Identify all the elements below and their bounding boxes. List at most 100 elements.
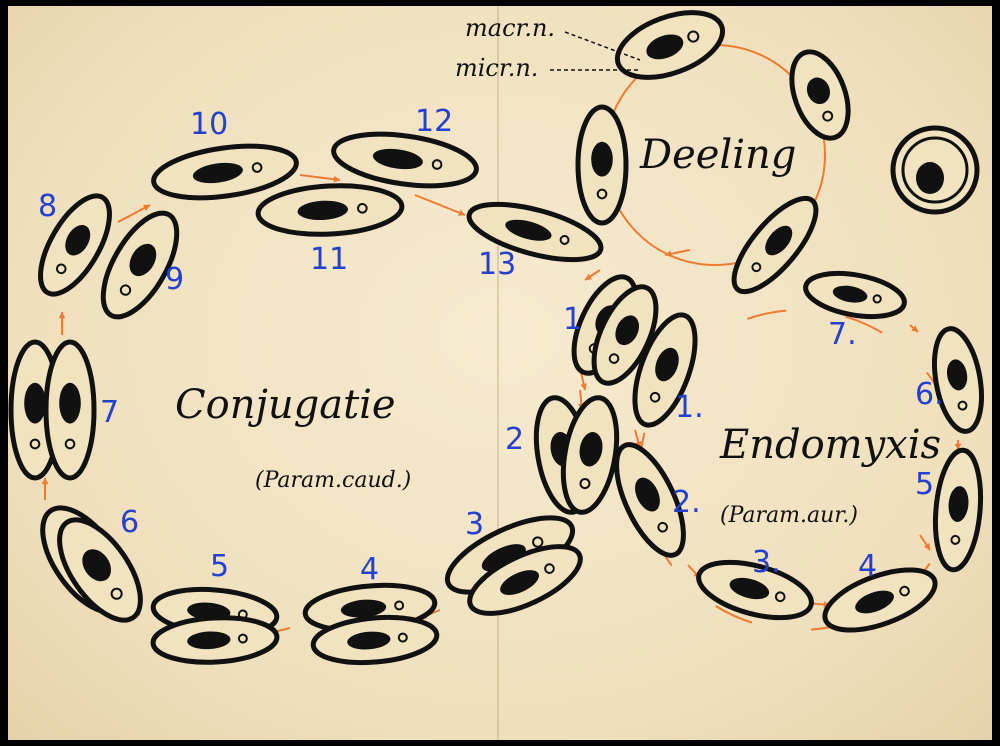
paramecium-conj-10 xyxy=(151,143,299,201)
macronucleus xyxy=(946,359,968,391)
micronucleus xyxy=(55,263,67,275)
micronucleus xyxy=(872,294,882,304)
conjugation-stage-9: 9 xyxy=(165,262,185,297)
paramecium-endo-2 xyxy=(614,442,686,558)
conjugation-stage-6: 6 xyxy=(120,505,140,540)
conjugation-stage-13: 13 xyxy=(478,247,517,282)
macronucleus xyxy=(187,631,231,650)
macronucleus xyxy=(806,77,830,105)
arrowhead xyxy=(333,175,340,183)
macronucleus xyxy=(65,224,91,256)
paramecium-conj-4-b xyxy=(310,614,440,666)
endomyxis-stage-1: 1. xyxy=(675,390,704,425)
paramecium-conj-7-b xyxy=(43,339,97,481)
macronucleus xyxy=(347,631,391,650)
paramecium-endo-5 xyxy=(932,447,984,573)
arrowhead xyxy=(143,204,150,211)
conjugation-stage-2: 2 xyxy=(505,422,525,457)
arrowhead xyxy=(58,312,66,319)
endomyxis-stage-3: 3. xyxy=(752,545,781,580)
macronucleus-leader-line xyxy=(564,31,641,61)
micronucleus xyxy=(899,585,910,597)
conjugation-stage-4: 4 xyxy=(360,552,380,587)
conjugation-stage-5: 5 xyxy=(210,549,230,584)
micronucleus xyxy=(774,591,786,603)
paramecium-conj-13 xyxy=(466,201,604,263)
arrowhead xyxy=(458,209,465,216)
arrowhead xyxy=(585,273,592,280)
micronucleus xyxy=(596,188,608,200)
paramecium-conj-8 xyxy=(38,193,112,297)
macronucleus xyxy=(832,285,868,303)
paramecium-endo-6 xyxy=(932,326,984,434)
endomyxis-stage-5: 5 xyxy=(915,467,935,502)
stage-arrow xyxy=(299,174,341,181)
micronucleus xyxy=(532,536,544,548)
paramecium-conj-12 xyxy=(331,131,479,189)
macronucleus xyxy=(591,141,613,177)
micronucleus xyxy=(237,633,248,644)
micronucleus xyxy=(649,391,661,403)
macronucleus xyxy=(579,432,603,467)
macronucleus xyxy=(505,219,552,241)
macronucleus xyxy=(615,315,639,346)
macronucleus xyxy=(297,200,348,221)
conjugation-stage-11: 11 xyxy=(310,242,349,277)
micronucleus xyxy=(822,110,834,122)
arrowhead xyxy=(665,250,672,258)
micronucleus xyxy=(687,30,700,43)
paramecium-endo-3 xyxy=(696,559,814,621)
macronucleus xyxy=(24,382,46,424)
paramecium-conj-6-b xyxy=(57,517,143,623)
micronucleus xyxy=(29,438,41,450)
stage-arrow xyxy=(414,194,466,216)
paramecium-division-1 xyxy=(614,10,726,80)
macronucleus-label: macr.n. xyxy=(465,14,556,42)
micronucleus xyxy=(110,587,123,600)
macronucleus xyxy=(655,347,679,382)
paramecium-endo-1 xyxy=(632,312,698,428)
paramecium-conj-11 xyxy=(255,183,405,237)
paramecium-conj-1-b xyxy=(591,284,659,386)
macronucleus xyxy=(372,148,423,170)
micronucleus xyxy=(544,563,555,574)
division-title: Deeling xyxy=(640,132,797,178)
micronucleus xyxy=(751,262,762,273)
endomyxis-species: (Param.aur.) xyxy=(720,503,858,528)
macronucleus xyxy=(82,549,112,582)
conjugation-title: Conjugatie xyxy=(175,382,396,428)
endomyxis-stage-6: 6. xyxy=(915,377,944,412)
paramecium-conj-2-b xyxy=(560,395,620,515)
micronucleus xyxy=(431,159,443,170)
paramecium-conj-3-b xyxy=(467,544,583,616)
paramecium-division-4 xyxy=(731,195,819,295)
micronucleus xyxy=(559,234,570,245)
conjugation-stage-8: 8 xyxy=(38,189,58,224)
paramecium-endo-7 xyxy=(803,270,907,320)
conjugation-species: (Param.caud.) xyxy=(255,468,412,493)
micronucleus xyxy=(397,632,408,643)
endomyxis-stage-2: 2. xyxy=(672,485,701,520)
micronucleus-label: micr.n. xyxy=(455,54,539,82)
conjugation-stage-7: 7 xyxy=(100,395,120,430)
endomyxis-stage-7: 7. xyxy=(828,317,857,352)
macronucleus xyxy=(500,570,540,595)
micronucleus xyxy=(657,521,668,533)
arrowhead xyxy=(954,443,962,450)
endomyxis-stage-4: 4 xyxy=(858,549,878,584)
conjugation-stage-1: 1 xyxy=(563,302,583,337)
micronucleus xyxy=(64,438,76,450)
micronucleus xyxy=(608,353,620,364)
macronucleus xyxy=(192,162,243,184)
arrowhead xyxy=(41,478,49,485)
macronucleus xyxy=(59,382,81,424)
micronucleus xyxy=(950,534,961,545)
macronucleus xyxy=(129,243,157,277)
conjugation-stage-10: 10 xyxy=(190,107,229,142)
paramecium-conj-5-b xyxy=(150,615,280,665)
micronucleus xyxy=(119,284,132,296)
macronucleus xyxy=(765,225,793,256)
macronucleus xyxy=(855,590,894,614)
arrowhead xyxy=(911,325,918,332)
macronucleus xyxy=(948,486,969,522)
